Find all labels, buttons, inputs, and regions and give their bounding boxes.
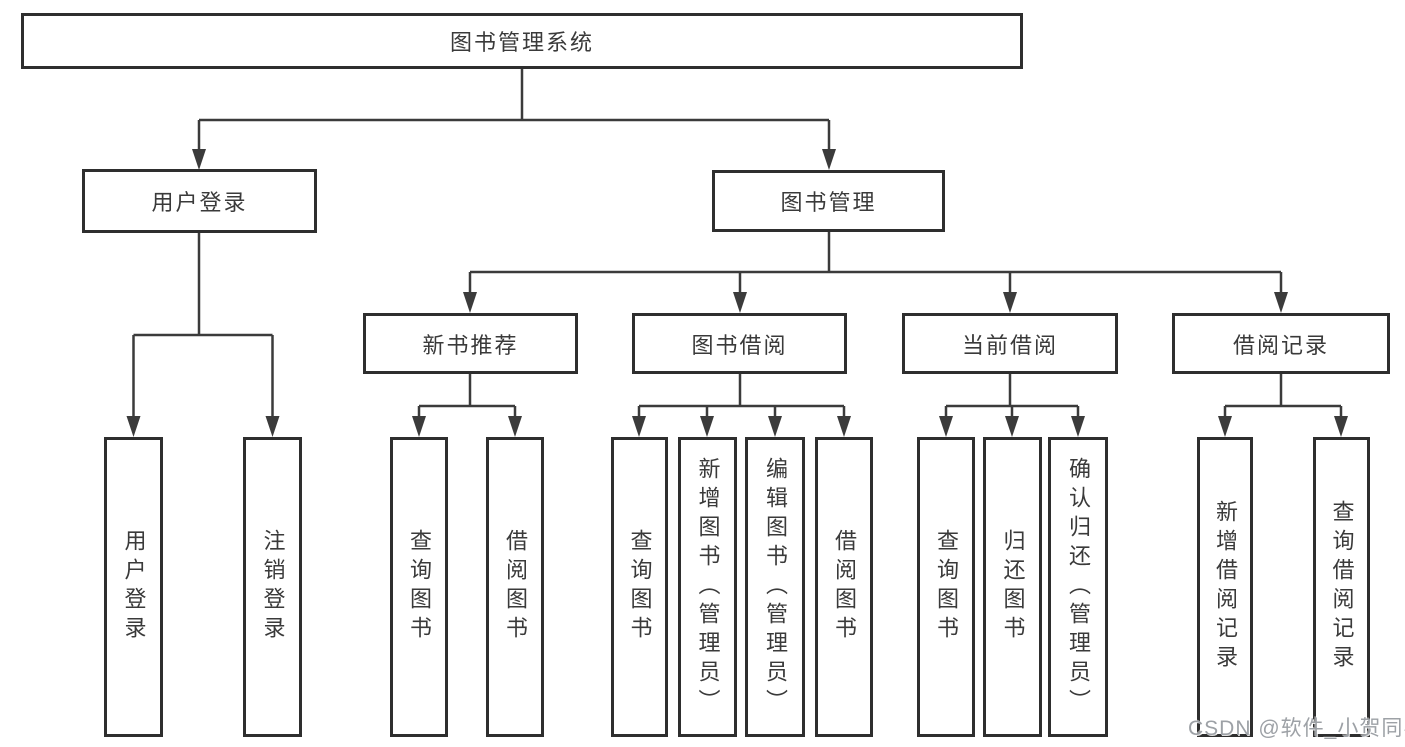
leaf-logout: 注销登录 — [243, 437, 302, 737]
leaf-search-borrow-record: 查询借阅记录 — [1313, 437, 1370, 737]
node-label: 图书管理系统 — [449, 30, 594, 55]
leaf-add-book-admin: 新增图书（管理员） — [678, 437, 737, 737]
node-label: 借阅记录 — [1232, 332, 1329, 358]
node-library-management-system: 图书管理系统 — [21, 13, 1023, 69]
leaf-borrow-books: 借阅图书 — [815, 437, 873, 737]
node-new-book-recommendation: 新书推荐 — [363, 313, 578, 374]
node-current-borrowing: 当前借阅 — [902, 313, 1118, 374]
node-label: 借阅图书 — [832, 529, 857, 645]
node-label: 新书推荐 — [422, 332, 519, 358]
leaf-add-borrow-record: 新增借阅记录 — [1197, 437, 1253, 737]
node-user-login: 用户登录 — [82, 169, 317, 233]
node-label: 查询借阅记录 — [1329, 500, 1355, 674]
leaf-edit-book-admin: 编辑图书（管理员） — [745, 437, 805, 737]
node-label: 当前借阅 — [961, 332, 1058, 358]
node-book-management: 图书管理 — [712, 170, 945, 232]
node-label: 用户登录 — [151, 190, 248, 215]
leaf-user-login: 用户登录 — [104, 437, 163, 737]
node-label: 借阅图书 — [503, 529, 528, 645]
node-label: 查询图书 — [407, 529, 432, 645]
leaf-search-books-recommend: 查询图书 — [390, 437, 448, 737]
node-label: 用户登录 — [121, 529, 147, 645]
node-borrowing-records: 借阅记录 — [1172, 313, 1390, 374]
leaf-return-books: 归还图书 — [983, 437, 1042, 737]
node-label: 图书管理 — [780, 190, 877, 215]
node-label: 新增借阅记录 — [1213, 500, 1238, 674]
node-label: 新增图书（管理员） — [695, 456, 721, 718]
leaf-confirm-return-admin: 确认归还（管理员） — [1048, 437, 1108, 737]
node-label: 注销登录 — [260, 529, 286, 645]
node-book-borrowing: 图书借阅 — [632, 313, 847, 374]
node-label: 图书借阅 — [691, 332, 788, 358]
node-label: 确认归还（管理员） — [1066, 456, 1091, 718]
leaf-borrow-books-recommend: 借阅图书 — [486, 437, 544, 737]
leaf-search-books-current: 查询图书 — [917, 437, 975, 737]
node-label: 编辑图书（管理员） — [763, 456, 788, 718]
leaf-search-books-borrowing: 查询图书 — [611, 437, 668, 737]
node-label: 归还图书 — [1000, 529, 1026, 645]
csdn-watermark: CSDN @软件_小贺同学 — [1188, 717, 1405, 740]
node-label: 查询图书 — [934, 529, 959, 645]
node-label: 查询图书 — [627, 529, 653, 645]
